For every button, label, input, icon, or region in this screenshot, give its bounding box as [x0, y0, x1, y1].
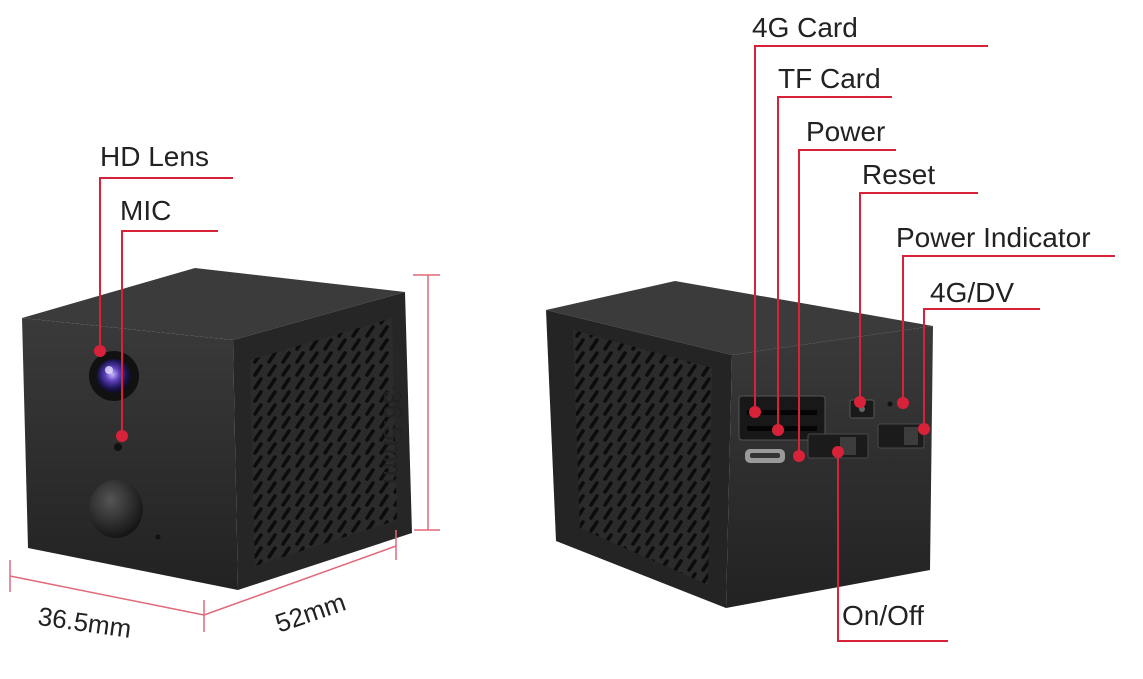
tf-card-label: TF Card	[778, 63, 881, 94]
mode-4g-dv-label: 4G/DV	[930, 277, 1015, 308]
reset-label: Reset	[862, 159, 936, 190]
back-markers	[749, 396, 930, 462]
back-camera-vent	[573, 330, 712, 585]
pir-sensor	[89, 480, 143, 538]
power-indicator-label: Power Indicator	[896, 222, 1091, 253]
back-camera-top	[546, 281, 933, 355]
hd-lens-marker	[94, 345, 106, 357]
on-off-label: On/Off	[842, 600, 924, 631]
back-camera-face	[726, 326, 933, 608]
sim-slot	[747, 410, 817, 415]
back-callouts	[754, 45, 1115, 642]
front-camera-face	[22, 318, 238, 590]
card-4g-label: 4G Card	[752, 12, 858, 43]
mic-label: MIC	[120, 195, 172, 226]
height-dimension: 36.5mm	[378, 390, 408, 484]
front-camera-vent	[250, 318, 397, 566]
front-camera	[22, 268, 412, 590]
lens-icon	[97, 359, 131, 393]
back-camera	[546, 281, 933, 608]
power-label: Power	[806, 116, 886, 147]
front-camera-top	[22, 268, 405, 340]
dimension-lines	[9, 274, 440, 632]
mic-marker	[116, 430, 128, 442]
hd-lens-label: HD Lens	[100, 141, 209, 172]
mic-hole	[114, 443, 122, 451]
indicator-led	[887, 401, 893, 407]
front-callouts	[99, 177, 233, 436]
